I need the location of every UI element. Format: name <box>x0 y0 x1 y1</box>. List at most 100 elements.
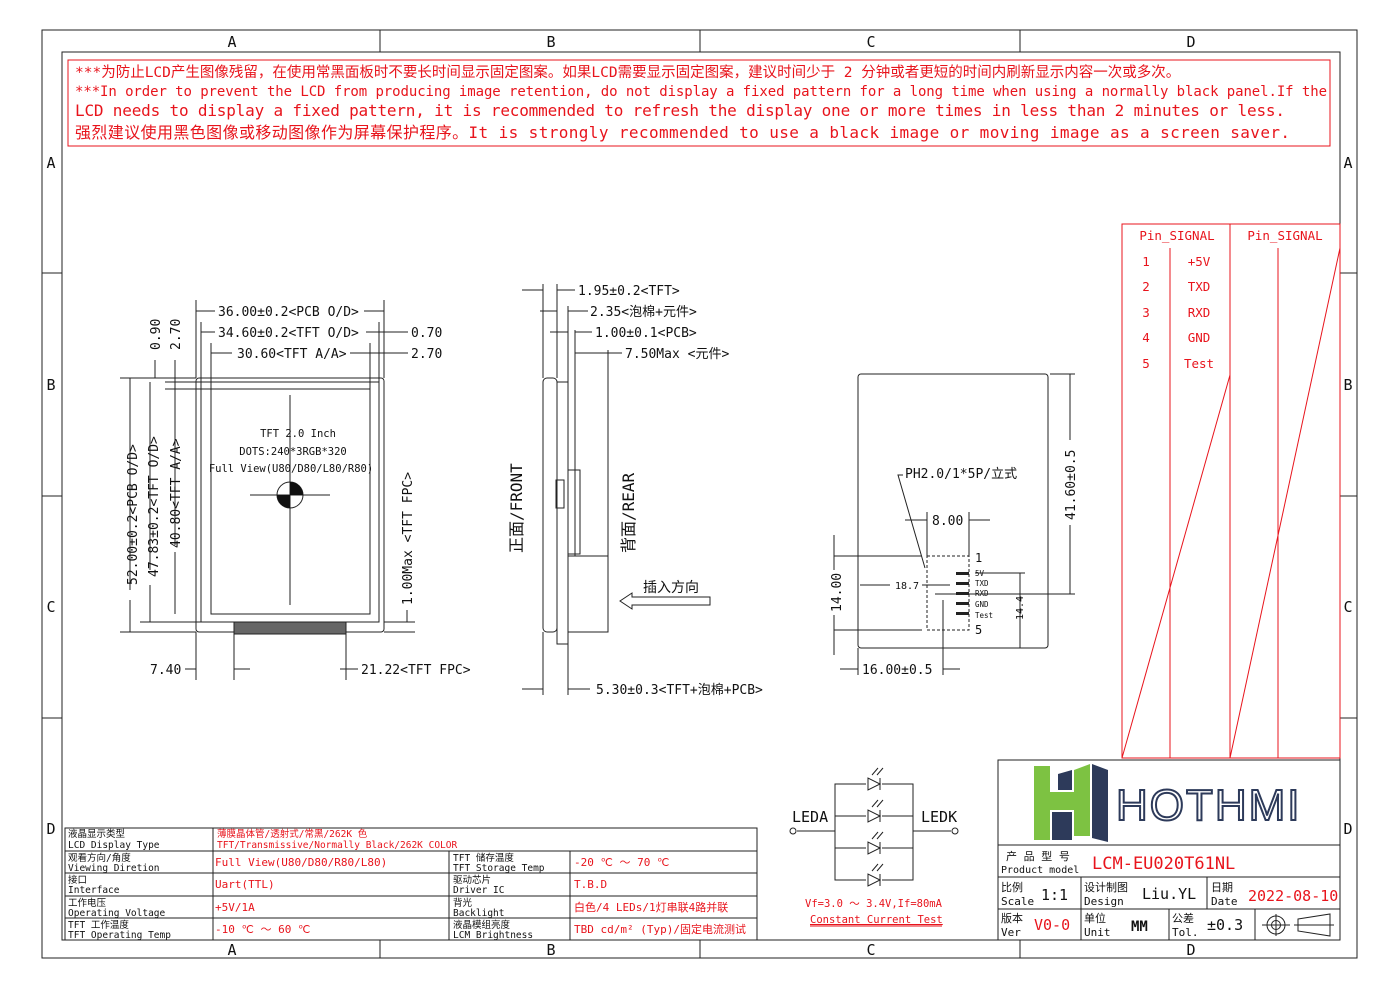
front-label: 正面/FRONT <box>507 463 526 553</box>
led-schematic: LEDA LEDK Vf=3.0 ～ 3.4V,If=80mA Constant… <box>789 767 959 927</box>
row-label-right: B <box>1343 376 1352 394</box>
pin-label: Test <box>975 611 993 620</box>
spec-value: Full View(U80/D80/R80/L80) <box>215 856 387 869</box>
dim-label: 14.4 <box>1015 596 1026 620</box>
spec-label-cn: 工作电压 <box>68 897 107 909</box>
tb-label-en: Design <box>1084 895 1124 908</box>
row-label-right: C <box>1343 598 1352 616</box>
dim-label: 5.30±0.3<TFT+泡棉+PCB> <box>596 683 763 698</box>
tb-label-cn: 版本 <box>1001 911 1023 925</box>
dim-label: 41.60±0.5 <box>1064 450 1079 520</box>
row-label-left: D <box>46 820 55 838</box>
spec-value: TBD cd/m² (Typ)/固定电流测试 <box>574 922 746 936</box>
spec-label-en: TFT Storage Temp <box>453 863 545 874</box>
spec-label-en: Driver IC <box>453 885 504 896</box>
tb-label-cn: 比例 <box>1001 880 1023 894</box>
led-diode-icon <box>866 863 884 887</box>
dim-label: 2.70 <box>411 347 442 362</box>
pin-table: Pin_SIGNAL Pin_SIGNAL 1 +5V 2 TXD 3 RXD … <box>1121 223 1341 759</box>
col-label-top: B <box>546 33 555 51</box>
notice-line: ***为防止LCD产生图像残留，在使用常黑面板时不要长时间显示固定图案。如果LC… <box>75 63 1180 81</box>
dim-label: 30.60<TFT A/A> <box>237 347 347 362</box>
spec-value: 薄膜晶体管/透射式/常黑/262K 色 <box>217 828 368 840</box>
pin-signal-cell: GND <box>1188 330 1211 345</box>
dim-label: 1.95±0.2<TFT> <box>578 284 680 299</box>
version-value: V0-0 <box>1034 916 1070 934</box>
spec-value: Uart(TTL) <box>215 878 275 891</box>
hothmi-logo: HOTHMI <box>1034 764 1302 842</box>
row-label-left: A <box>46 154 55 172</box>
col-label-top: C <box>866 33 875 51</box>
screen-label: Full View(U80/D80/L80/R80) <box>209 463 373 475</box>
led-diode-icon <box>866 831 884 855</box>
spec-label-cn: TFT 储存温度 <box>453 852 514 864</box>
rear-view: 5V TXD RXD GND Test 1 5 PH2.0/1*5P/立式 8.… <box>830 373 1079 678</box>
front-view: TFT 2.0 Inch DOTS:240*3RGB*320 Full View… <box>120 300 471 680</box>
dim-label: 36.00±0.2<PCB O/D> <box>218 305 359 320</box>
tb-label-en: Product model <box>1001 865 1079 876</box>
pin-number: 1 <box>975 551 982 565</box>
dim-label: 7.50Max <元件> <box>625 347 729 362</box>
dim-label: 21.22<TFT FPC> <box>361 663 471 678</box>
led-diode-icon <box>866 767 884 791</box>
dim-label: 0.70 <box>411 326 442 341</box>
spec-label-en: LCD Display Type <box>68 840 160 851</box>
pin-number-cell: 5 <box>1142 356 1150 371</box>
pin-number-cell: 1 <box>1142 254 1150 269</box>
spec-label-en: Operating Voltage <box>68 908 166 919</box>
notice-line: 强烈建议使用黑色图像或移动图像作为屏幕保护程序。It is strongly r… <box>75 123 1290 142</box>
dim-label: 2.35<泡棉+元件> <box>590 305 697 320</box>
scale-value: 1:1 <box>1041 886 1068 904</box>
spec-label-cn: 液晶显示类型 <box>68 828 126 840</box>
tb-label-cn: 单位 <box>1084 911 1106 925</box>
led-spec: Vf=3.0 ～ 3.4V,If=80mA <box>805 898 943 910</box>
spec-label-cn: 液晶模组亮度 <box>453 919 511 931</box>
tb-label-en: Tol. <box>1172 926 1199 939</box>
designer-value: Liu.YL <box>1142 885 1196 903</box>
spec-value: +5V/1A <box>215 901 255 914</box>
date-value: 2022-08-10 <box>1248 887 1338 905</box>
leda-label: LEDA <box>792 808 828 826</box>
tb-label-en: Ver <box>1001 926 1021 939</box>
tb-label-en: Scale <box>1001 895 1034 908</box>
logo-text: HOTHMI <box>1116 781 1302 830</box>
ledk-label: LEDK <box>921 808 957 826</box>
tb-label-cn: 设计制图 <box>1084 881 1128 894</box>
connector-label: PH2.0/1*5P/立式 <box>905 467 1017 482</box>
spec-label-cn: 驱动芯片 <box>453 874 491 886</box>
pin-label: GND <box>975 600 989 609</box>
spec-label-cn: 背光 <box>453 897 473 909</box>
dim-label: 2.70 <box>169 319 184 350</box>
notice-line: ***In order to prevent the LCD from prod… <box>75 84 1327 100</box>
spec-label-en: Viewing Diretion <box>68 863 160 874</box>
pin-signal-cell: +5V <box>1188 254 1211 269</box>
spec-label-en: Backlight <box>453 908 504 919</box>
rear-label: 背面/REAR <box>619 472 638 553</box>
col-label-bottom: B <box>546 941 555 959</box>
pin-signal-cell: Test <box>1184 356 1214 371</box>
spec-value: T.B.D <box>574 878 607 891</box>
tb-label-cn: 产 品 型 号 <box>1006 849 1070 863</box>
spec-table: 液晶显示类型 LCD Display Type 薄膜晶体管/透射式/常黑/262… <box>64 827 758 941</box>
pin-table-header: Pin_SIGNAL <box>1139 228 1214 243</box>
spec-label-en: Interface <box>68 885 120 896</box>
col-label-top: A <box>227 33 236 51</box>
row-label-left: B <box>46 376 55 394</box>
spec-label-cn: 观看方向/角度 <box>68 852 131 864</box>
dim-label: 16.00±0.5 <box>862 663 932 678</box>
center-mark-icon <box>276 481 304 509</box>
dim-label: 34.60±0.2<TFT O/D> <box>218 326 359 341</box>
dim-label: 14.00 <box>830 573 845 612</box>
tb-label-cn: 公差 <box>1172 911 1194 925</box>
pin-table-header: Pin_SIGNAL <box>1247 228 1322 243</box>
col-label-top: D <box>1186 33 1195 51</box>
dim-label: 8.00 <box>932 514 963 529</box>
pin-number-cell: 3 <box>1142 305 1150 320</box>
insert-arrow-icon <box>619 592 711 610</box>
pin-signal-cell: RXD <box>1188 305 1211 320</box>
connector-outline <box>926 555 970 631</box>
led-test-label: Constant Current Test <box>810 914 943 926</box>
row-label-left: C <box>46 598 55 616</box>
dim-label: 40.80<TFT A/A> <box>169 438 184 548</box>
